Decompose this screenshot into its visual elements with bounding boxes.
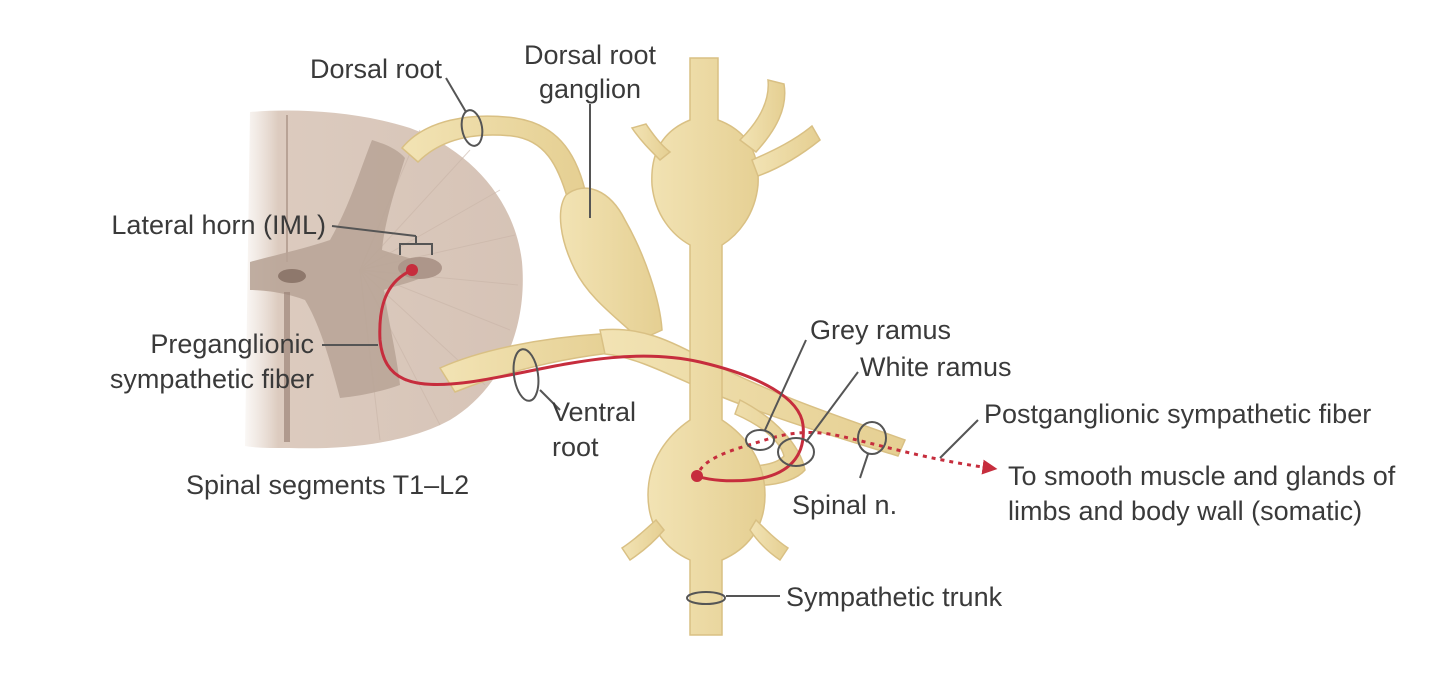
label-ventral-root-line1: Ventral (552, 397, 637, 427)
postganglionic-fiber (698, 431, 998, 475)
dorsal-root-ring (460, 109, 484, 147)
central-canal (278, 269, 306, 283)
lower-ganglion-branch-left (620, 518, 665, 562)
upper-ganglion-branch-left (630, 123, 672, 162)
label-postganglionic: Postganglionic sympathetic fiber (984, 399, 1372, 429)
structure-rings (460, 109, 887, 605)
label-sympathetic-trunk: Sympathetic trunk (786, 582, 1003, 612)
sympathetic-trunk-body (647, 57, 766, 636)
grey-ramus-ring (745, 429, 775, 451)
label-dorsal-root-ganglion-line2: ganglion (538, 74, 642, 104)
label-preganglionic-line1: Preganglionic (150, 329, 314, 359)
leader-grey-ramus (764, 339, 807, 431)
sympathetic-trunk-ring (686, 591, 726, 605)
leader-spinal-n (859, 453, 869, 479)
lateral-horn-bracket (399, 236, 433, 255)
label-spinal-segments: Spinal segments T1–L2 (186, 470, 470, 500)
label-target-line2: limbs and body wall (somatic) (1008, 496, 1363, 526)
label-ventral-root-line2: root (552, 432, 599, 462)
nerve-structures (400, 57, 907, 636)
label-target-line1: To smooth muscle and glands of (1008, 461, 1396, 491)
label-dorsal-root: Dorsal root (309, 54, 442, 84)
label-dorsal-root-ganglion-line1: Dorsal root (523, 40, 657, 70)
leader-lines (322, 77, 979, 597)
spinal-cord-segment (245, 110, 523, 449)
label-lateral-horn: Lateral horn (IML) (111, 210, 326, 240)
white-ramus-ring (777, 437, 815, 467)
label-spinal-nerve: Spinal n. (792, 490, 898, 520)
leader-postgang (939, 419, 979, 459)
leader-white-ramus (805, 371, 859, 443)
preganglionic-fiber (378, 268, 805, 483)
leader-lateral-horn (331, 225, 417, 237)
leader-dorsal-root (445, 77, 467, 113)
spinal-cord-grey-matter (250, 140, 438, 398)
leader-ventral-root (539, 389, 561, 411)
upper-ganglion-branch (738, 79, 786, 154)
preganglionic-cell-body (406, 264, 418, 276)
upper-ganglion-branch-right (751, 124, 821, 177)
label-grey-ramus: Grey ramus (810, 315, 952, 345)
dorsal-root-ganglion-body (559, 187, 663, 341)
label-preganglionic-line2: sympathetic fiber (109, 364, 314, 394)
label-white-ramus: White ramus (860, 352, 1012, 382)
lower-ganglion-branch-right (749, 518, 790, 562)
spinal-nerve-ring (857, 421, 887, 455)
ventral-median-fissure (284, 292, 290, 442)
postganglionic-cell-body (691, 470, 703, 482)
spinal-nerve (599, 328, 907, 457)
ventral-root-ring (512, 348, 540, 402)
